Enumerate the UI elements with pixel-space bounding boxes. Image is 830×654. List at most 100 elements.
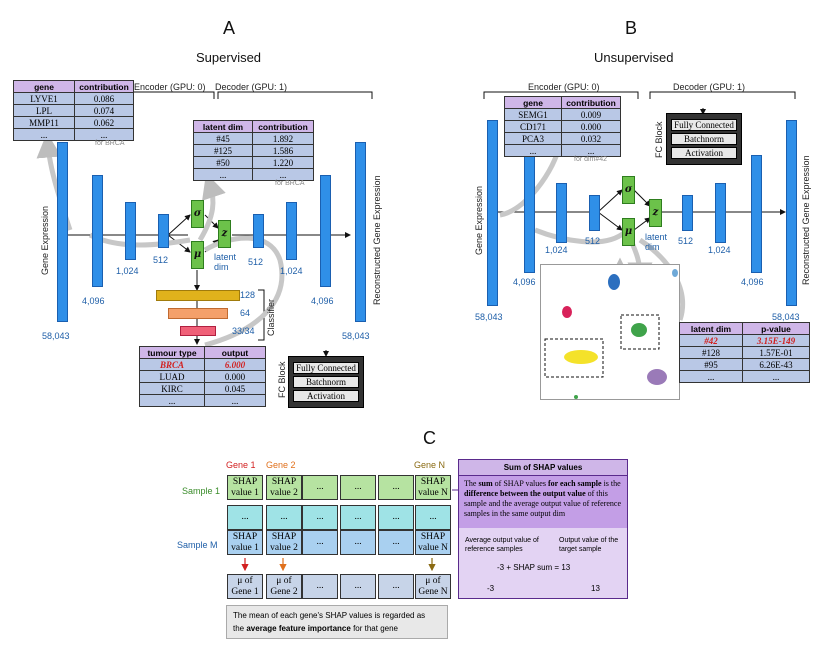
table-cell: KIRC (139, 382, 205, 395)
gene-table-note-b: for dim#42 (574, 156, 608, 163)
sample-1-label: Sample 1 (182, 486, 221, 496)
note-bold: average feature importance (246, 624, 351, 633)
sigma-box-a: σ (191, 200, 204, 228)
layer-512-b (589, 195, 600, 231)
table-cell: 0.032 (561, 132, 621, 145)
matrix-cell: SHAP value 1 (227, 475, 263, 500)
size-out-b: 58,043 (772, 312, 800, 322)
classifier-size-out: 33/34 (232, 326, 255, 336)
desc-part: is the (601, 479, 621, 488)
gene-n-label: Gene N (414, 460, 446, 470)
table-cell: ... (13, 128, 75, 141)
latent-cluster-plot (540, 264, 680, 400)
layer-d4096-b (751, 155, 762, 273)
note-text: the (233, 624, 247, 633)
sample-m-label: Sample M (177, 540, 218, 550)
matrix-cell: ... (302, 505, 338, 530)
table-cell: CD171 (504, 120, 562, 133)
size-1024-a: 1,024 (116, 266, 139, 276)
table-cell: LPL (13, 104, 75, 117)
panel-b-title: Unsupervised (594, 50, 674, 65)
mu-box-b: μ (622, 218, 635, 246)
table-cell: BRCA (139, 358, 205, 371)
matrix-cell: μ of Gene N (415, 574, 451, 599)
fc-item: Batchnorm (293, 376, 359, 388)
layer-1024-a (125, 202, 136, 260)
layer-4096-a (92, 175, 103, 287)
fc-item: Activation (293, 390, 359, 402)
layer-1024-b (556, 183, 567, 243)
matrix-cell: ... (266, 505, 302, 530)
table-cell: ... (504, 144, 562, 157)
note-text: for that gene (350, 624, 398, 633)
decoder-label-b: Decoder (GPU: 1) (673, 82, 746, 92)
layer-d1024-a (286, 202, 297, 260)
fc-block-a: Fully Connected Batchnorm Activation (288, 356, 364, 408)
desc-part: of SHAP values (492, 479, 548, 488)
table-cell: 6.26E-43 (742, 358, 810, 371)
fc-block-label-a: FC Block (277, 361, 287, 398)
size-512-b: 512 (585, 236, 601, 246)
table-cell: 1.220 (252, 156, 314, 169)
decoder-label-a: Decoder (GPU: 1) (215, 82, 288, 92)
cluster-yellow (564, 350, 598, 364)
matrix-cell: ... (302, 530, 338, 555)
table-cell: 0.000 (561, 120, 621, 133)
classifier-layer-128 (156, 290, 240, 301)
matrix-cell: ... (340, 574, 376, 599)
sum-shap-description: The sum of SHAP values for each sample i… (459, 476, 627, 528)
note-text: The mean of each gene's SHAP values is r… (233, 611, 426, 620)
classifier-layer-64 (168, 308, 228, 319)
latent-table-note-a: for BRCA (275, 180, 305, 187)
table-cell: 0.074 (74, 104, 134, 117)
matrix-cell: μ of Gene 2 (266, 574, 302, 599)
table-cell: 1.892 (252, 132, 314, 145)
panel-a-title: Supervised (196, 50, 262, 65)
matrix-cell: ... (227, 505, 263, 530)
dashed-box-yellow (544, 338, 604, 378)
z-box-a: z (218, 220, 231, 248)
col-header: contribution (252, 120, 314, 133)
table-cell: MMP11 (13, 116, 75, 129)
table-cell: 0.000 (204, 370, 266, 383)
matrix-cell: SHAP value 2 (266, 475, 302, 500)
matrix-cell: SHAP value 2 (266, 530, 302, 555)
layer-input-b (487, 120, 498, 306)
matrix-cell: ... (378, 530, 414, 555)
table-cell: SEMG1 (504, 108, 562, 121)
table-cell: LUAD (139, 370, 205, 383)
mu-box-a: μ (191, 241, 204, 269)
fc-item: Batchnorm (671, 133, 737, 145)
fc-item: Fully Connected (671, 119, 737, 131)
classifier-size-128: 128 (240, 290, 256, 300)
gene-expression-axis-b: Gene Expression (474, 185, 484, 255)
recon-axis-a: Reconstructed Gene Expression (372, 175, 382, 305)
table-cell: ... (561, 144, 621, 157)
table-cell: #128 (679, 346, 743, 359)
gene-2-label: Gene 2 (266, 460, 296, 470)
panel-c-label: C (423, 428, 436, 448)
layer-d1024-b (715, 183, 726, 243)
table-cell: ... (139, 394, 205, 407)
col-header: latent dim (679, 322, 743, 335)
sum-shap-title: Sum of SHAP values (459, 460, 627, 476)
size-512-a: 512 (153, 255, 169, 265)
fc-block-b: Fully Connected Batchnorm Activation (666, 113, 742, 165)
matrix-cell: ... (340, 530, 376, 555)
desc-part: for each sample (547, 479, 602, 488)
gene-1-label: Gene 1 (226, 460, 256, 470)
encoder-label-a: Encoder (GPU: 0) (134, 82, 206, 92)
table-cell: #95 (679, 358, 743, 371)
latent-dim-b: latent dim (645, 232, 668, 252)
size-4096-a: 4,096 (82, 296, 105, 306)
gene-expression-axis-a: Gene Expression (40, 205, 50, 275)
size-d512-b: 512 (678, 236, 694, 246)
gene-table-note-a: for BRCA (95, 140, 125, 147)
fc-block-label-b: FC Block (654, 121, 664, 158)
desc-part: of this sample and the average output va… (464, 489, 622, 518)
